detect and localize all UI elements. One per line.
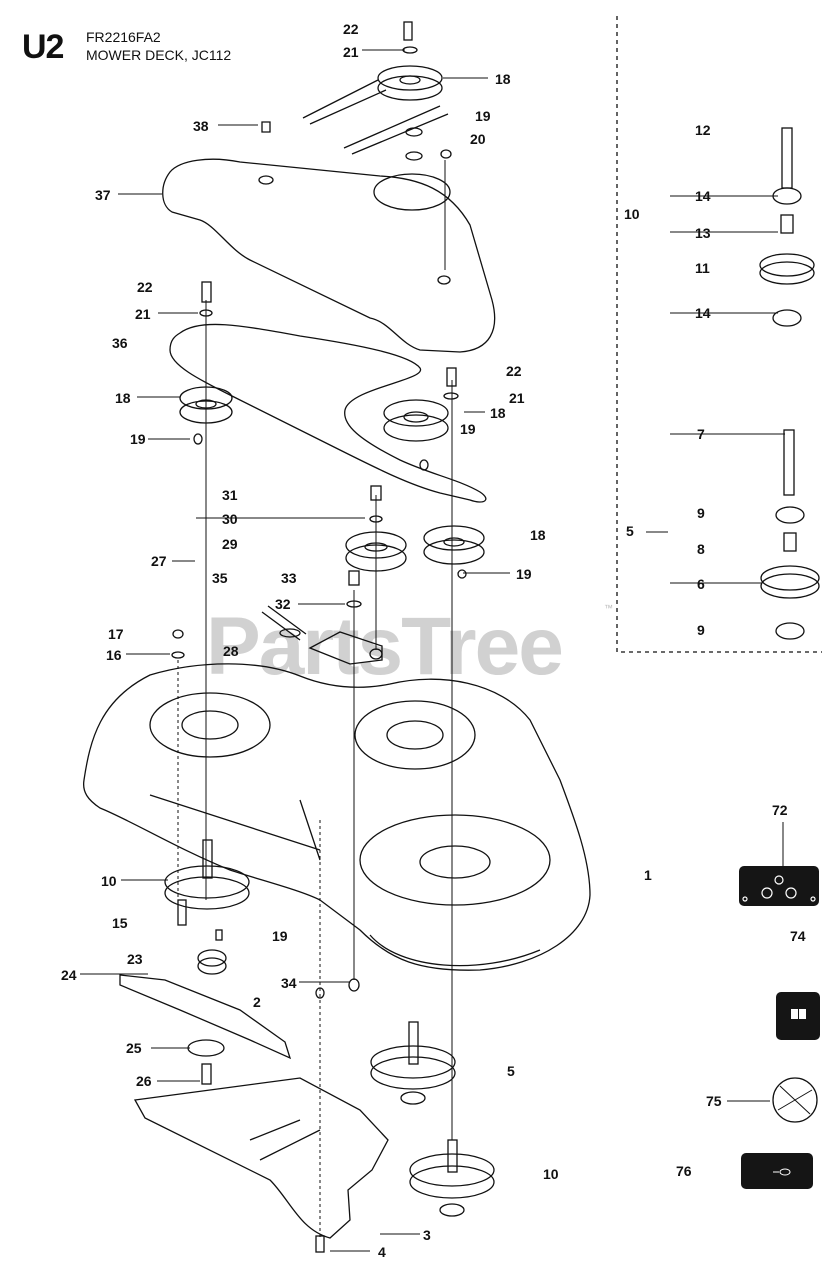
left-spindle <box>164 839 250 975</box>
mower-deck-housing <box>82 663 591 971</box>
callout-72: 72 <box>772 802 788 818</box>
callout-38: 38 <box>193 118 209 134</box>
callout-1: 1 <box>644 867 652 883</box>
callout-15: 15 <box>112 915 128 931</box>
callout-14: 14 <box>695 188 711 204</box>
callout-16: 16 <box>106 647 122 663</box>
callout-9: 9 <box>697 505 705 521</box>
callout-18: 18 <box>490 405 506 421</box>
left-pulley <box>179 281 233 445</box>
watermark: PartsTree <box>206 601 564 692</box>
callout-74: 74 <box>790 928 806 944</box>
callout-5: 5 <box>507 1063 515 1079</box>
callout-19: 19 <box>272 928 288 944</box>
callout-7: 7 <box>697 426 705 442</box>
callout-29: 29 <box>222 536 238 552</box>
callout-23: 23 <box>127 951 143 967</box>
callout-18: 18 <box>495 71 511 87</box>
callout-6: 6 <box>697 576 705 592</box>
callout-4: 4 <box>378 1244 386 1260</box>
callout-19: 19 <box>516 566 532 582</box>
right-idler-pulley <box>383 367 459 471</box>
key-icon <box>741 1153 813 1189</box>
callout-24: 24 <box>61 967 77 983</box>
top-pulley-assembly <box>261 21 452 161</box>
callout-9: 9 <box>697 622 705 638</box>
callout-33: 33 <box>281 570 297 586</box>
callout-30: 30 <box>222 511 238 527</box>
subassembly-boundary <box>616 16 822 653</box>
callout-13: 13 <box>695 225 711 241</box>
callout-19: 19 <box>460 421 476 437</box>
section-code: U2 <box>22 28 64 66</box>
diagram-title: MOWER DECK, JC112 <box>86 47 232 63</box>
callout-20: 20 <box>470 131 486 147</box>
callout-10: 10 <box>543 1166 559 1182</box>
right-blade-pulley <box>423 525 485 579</box>
callout-21: 21 <box>135 306 151 322</box>
callout-3: 3 <box>423 1227 431 1243</box>
callout-76: 76 <box>676 1163 692 1179</box>
idler-arm-bracket <box>162 158 496 353</box>
model-number: FR2216FA2 <box>86 29 161 45</box>
watermark-trademark: ™ <box>604 603 613 613</box>
callout-18: 18 <box>115 390 131 406</box>
callout-26: 26 <box>136 1073 152 1089</box>
callout-22: 22 <box>137 279 153 295</box>
leader-lines <box>80 49 785 1252</box>
callout-19: 19 <box>130 431 146 447</box>
callout-27: 27 <box>151 553 167 569</box>
callout-75: 75 <box>706 1093 722 1109</box>
drive-belt <box>169 323 487 503</box>
callout-5: 5 <box>626 523 634 539</box>
callout-22: 22 <box>343 21 359 37</box>
callout-10: 10 <box>101 873 117 889</box>
warning-decal-icon <box>772 1077 818 1123</box>
blade-washer <box>187 1039 225 1057</box>
callout-35: 35 <box>212 570 228 586</box>
callout-21: 21 <box>343 44 359 60</box>
callout-31: 31 <box>222 487 238 503</box>
callout-10: 10 <box>624 206 640 222</box>
callout-28: 28 <box>223 643 239 659</box>
callout-32: 32 <box>275 596 291 612</box>
callout-11: 11 <box>695 260 710 276</box>
callout-21: 21 <box>509 390 525 406</box>
right-spindle <box>409 1139 495 1217</box>
callout-2: 2 <box>253 994 261 1010</box>
center-spindle <box>370 1021 456 1105</box>
callout-12: 12 <box>695 122 711 138</box>
manual-icon <box>776 992 820 1040</box>
callout-17: 17 <box>108 626 124 642</box>
decal-icon <box>739 866 819 906</box>
callout-18: 18 <box>530 527 546 543</box>
callout-36: 36 <box>112 335 128 351</box>
spindle-kit-parts <box>759 127 820 640</box>
baffle-plate <box>133 1077 389 1239</box>
callout-34: 34 <box>281 975 297 991</box>
center-pulley-assembly <box>261 485 407 665</box>
bracket-pulley-ring <box>373 173 451 211</box>
callout-14: 14 <box>695 305 711 321</box>
callout-37: 37 <box>95 187 111 203</box>
callout-19: 19 <box>475 108 491 124</box>
callout-22: 22 <box>506 363 522 379</box>
callout-25: 25 <box>126 1040 142 1056</box>
callout-8: 8 <box>697 541 705 557</box>
mower-blade <box>119 974 292 1060</box>
